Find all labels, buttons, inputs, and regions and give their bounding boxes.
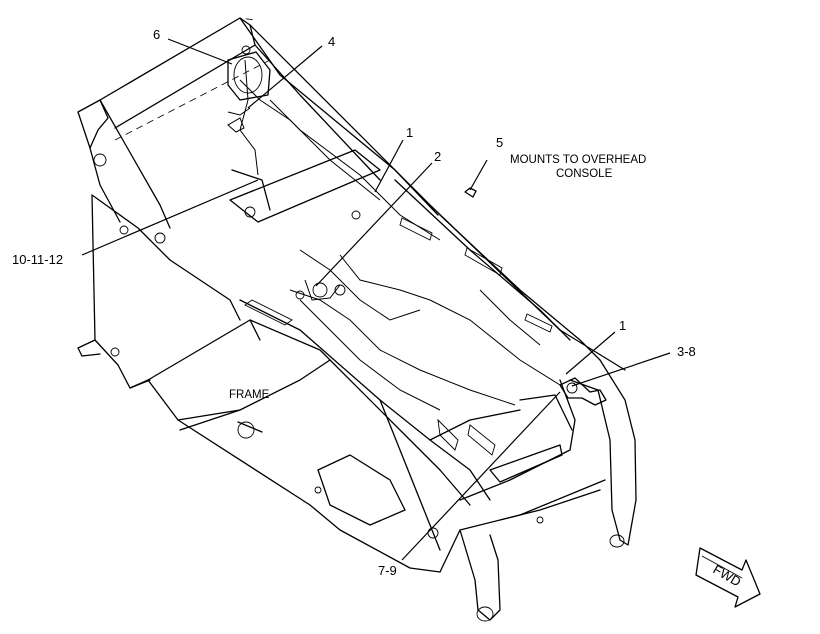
callout-1-top: 1 [406,125,413,140]
leader-lines [81,38,671,561]
callout-2: 2 [434,149,441,164]
leader-6 [167,38,233,65]
leader-3-8 [571,352,671,387]
mount-note-line1: MOUNTS TO OVERHEAD [510,154,646,166]
callout-4: 4 [328,34,335,49]
leader-4 [247,45,323,109]
fwd-arrow-icon: FWD [695,547,761,608]
callout-6: 6 [153,27,160,42]
leader-2 [315,162,433,287]
mount-note-line2: CONSOLE [556,168,613,180]
callout-1-right: 1 [619,318,626,333]
leader-10-11-12 [81,179,259,256]
leader-7-9 [401,391,561,561]
callout-3-8: 3-8 [677,344,696,359]
frame-label: FRAME [229,389,270,401]
leader-1-top [374,139,404,193]
wiring-harness [227,51,607,411]
notes: MOUNTS TO OVERHEAD CONSOLE FRAME [229,154,646,401]
leader-1-right [565,331,616,375]
callout-7-9: 7-9 [378,563,397,578]
callout-5: 5 [496,135,503,150]
callout-labels: 6 4 1 2 5 10-11-12 1 3-8 7-9 [12,27,696,578]
machine-frame [77,17,637,622]
callout-10-11-12: 10-11-12 [12,252,63,267]
leader-5 [469,159,488,191]
